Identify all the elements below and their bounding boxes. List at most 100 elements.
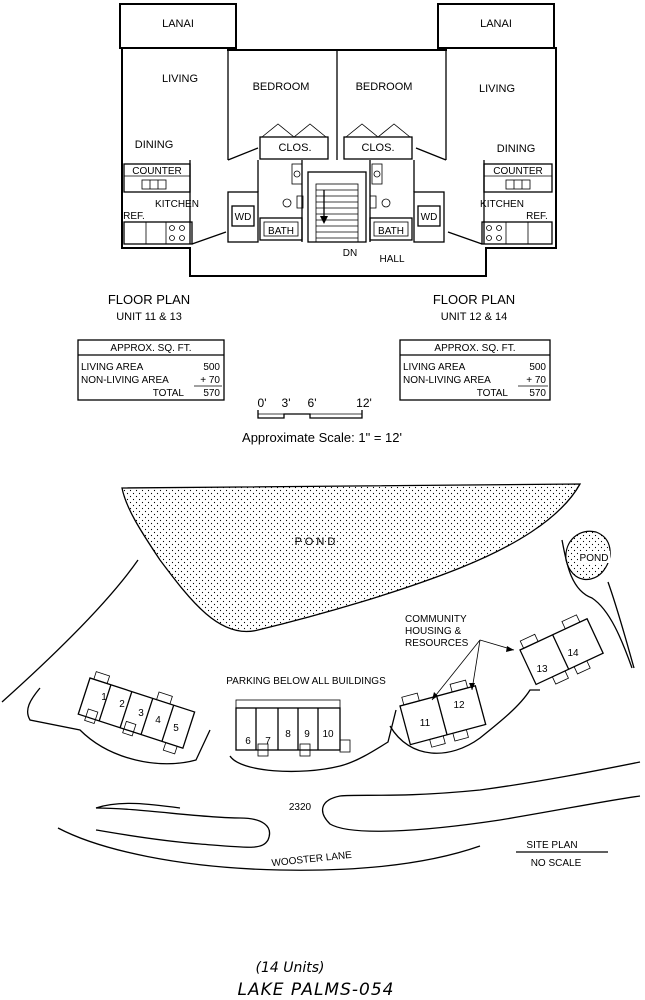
unit-8-label: 8 [285, 729, 291, 740]
area-table-right [399, 339, 551, 401]
closet-door [261, 123, 327, 138]
nonliving-area-right-value: + 70 [526, 375, 546, 386]
burner-icon [496, 225, 502, 231]
nonliving-area-right-label: NON-LIVING AREA [403, 375, 491, 386]
area-table-left-header: APPROX. SQ. FT. [110, 343, 191, 354]
scale-bar: 0' 3' 6' 12' Approximate Scale: 1" = 12' [242, 396, 402, 445]
scale-tick-3: 3' [282, 396, 291, 410]
burner-icon [169, 235, 175, 241]
pointer-arrow [471, 639, 481, 691]
building-1-5 [77, 671, 196, 755]
counter-right-label: COUNTER [493, 166, 542, 177]
road-curb [95, 807, 271, 848]
unit-1-label: 1 [101, 692, 107, 703]
small-pond-label: POND [580, 553, 609, 564]
unit-11-label: 11 [420, 718, 431, 729]
right-floor-plan-info: FLOOR PLAN UNIT 12 & 14 APPROX. SQ. FT. … [399, 292, 551, 401]
pond-label: P O N D [295, 536, 336, 548]
unit-4-label: 4 [155, 715, 161, 726]
stair [307, 171, 367, 243]
floor-plan: LANAI LANAI LIVING LIVING DINING DINING … [119, 3, 557, 277]
door-swing [447, 231, 483, 245]
burner-icon [496, 235, 502, 241]
property-line [561, 539, 633, 669]
floor-plan-right-units: UNIT 12 & 14 [441, 311, 507, 323]
building-13-14 [519, 614, 604, 686]
burner-icon [169, 225, 175, 231]
wd-left-closet [227, 191, 259, 243]
burner-icon [179, 235, 185, 241]
road-curb [321, 761, 641, 832]
bedroom-right-label: BEDROOM [356, 81, 413, 93]
unit-7-label: 7 [265, 736, 271, 747]
down-label: DN [343, 248, 357, 259]
unit-count: (14 Units) [256, 960, 325, 976]
dining-right-label: DINING [497, 143, 536, 155]
closet-door [345, 123, 411, 138]
floor-plan-left-title: FLOOR PLAN [108, 292, 190, 307]
scale-tick-0: 0' [258, 396, 267, 410]
scale-caption: Approximate Scale: 1" = 12' [242, 430, 402, 445]
scale-tick-6: 6' [308, 396, 317, 410]
counter-left-label: COUNTER [132, 166, 181, 177]
drive-lane [389, 689, 540, 754]
ref-left-label: REF. [123, 211, 145, 222]
nonliving-area-left-label: NON-LIVING AREA [81, 375, 169, 386]
building-11-12 [399, 679, 487, 748]
vanity-icon [291, 163, 303, 185]
unit-12-label: 12 [453, 700, 465, 711]
toilet-icon [381, 198, 391, 208]
road-edge [57, 827, 481, 871]
address-number: 2320 [289, 802, 312, 813]
vanity-icon [371, 163, 383, 185]
floor-plan-left-units: UNIT 11 & 13 [116, 311, 182, 323]
living-left-label: LIVING [162, 73, 198, 85]
closet-left-label: CLOS. [278, 142, 311, 154]
drive-lane [26, 687, 211, 765]
nonliving-area-left-value: + 70 [200, 375, 220, 386]
toilet-icon [282, 198, 292, 208]
wd-left-label: WD [235, 212, 252, 223]
living-area-right-label: LIVING AREA [403, 362, 466, 373]
drive-lane [229, 709, 397, 773]
kitchen-counter-right [481, 221, 553, 245]
property-line [607, 581, 635, 669]
site-plan: P O N D POND PARKING BELOW ALL BUILDINGS… [1, 483, 641, 871]
unit-3-label: 3 [138, 708, 144, 719]
bedroom-left-label: BEDROOM [253, 81, 310, 93]
wd-right-closet [413, 191, 445, 243]
total-right-value: 570 [529, 388, 546, 399]
arrow-head-icon [320, 216, 328, 224]
stair-treads [316, 189, 358, 239]
property-line [1, 559, 139, 703]
pointer-arrow [431, 639, 481, 701]
site-plan-legend-title: SITE PLAN [526, 840, 577, 851]
area-table-left [77, 339, 225, 401]
area-table-right-header: APPROX. SQ. FT. [434, 343, 515, 354]
floor-plan-right-title: FLOOR PLAN [433, 292, 515, 307]
lanai-right-label: LANAI [480, 18, 512, 30]
community-label-line2: HOUSING & [405, 626, 461, 637]
unit-10-label: 10 [322, 729, 334, 740]
scale-tick-12: 12' [356, 396, 372, 410]
burner-icon [486, 225, 492, 231]
dining-left-label: DINING [135, 139, 174, 151]
door-swing [191, 231, 227, 245]
total-left-label: TOTAL [153, 388, 185, 399]
unit-13-label: 13 [536, 664, 548, 675]
lanai-left-label: LANAI [162, 18, 194, 30]
site-plan-legend-subtitle: NO SCALE [531, 858, 582, 869]
unit-6-label: 6 [245, 736, 251, 747]
bath-left-label: BATH [268, 226, 294, 237]
total-left-value: 570 [203, 388, 220, 399]
unit-5-label: 5 [173, 723, 179, 734]
parking-label: PARKING BELOW ALL BUILDINGS [226, 676, 386, 687]
door-swing [415, 147, 447, 161]
road-curb [95, 802, 181, 809]
building-6-10 [235, 699, 351, 757]
burner-icon [486, 235, 492, 241]
hall-label: HALL [379, 254, 404, 265]
left-floor-plan-info: FLOOR PLAN UNIT 11 & 13 APPROX. SQ. FT. … [77, 292, 225, 401]
door-swing [227, 147, 259, 161]
